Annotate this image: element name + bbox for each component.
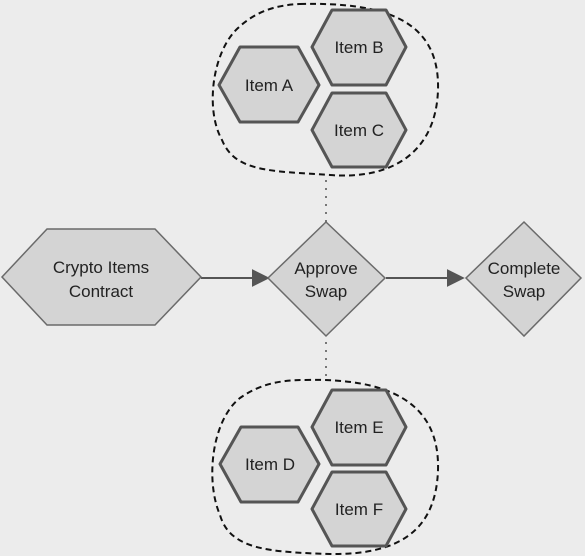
top-item-group-border	[211, 2, 440, 177]
item-b-label: Item B	[334, 38, 383, 57]
item-c-label: Item C	[334, 121, 384, 140]
complete-swap-node[interactable]: Complete Swap	[464, 220, 583, 338]
item-e-label: Item E	[334, 418, 383, 437]
item-f-node[interactable]: Item F	[310, 470, 408, 548]
complete-label-line2: Swap	[503, 282, 546, 301]
item-d-label: Item D	[245, 455, 295, 474]
item-b-node[interactable]: Item B	[310, 8, 408, 87]
approve-swap-node[interactable]: Approve Swap	[266, 220, 387, 338]
contract-label-line1: Crypto Items	[53, 258, 149, 277]
complete-label-line1: Complete	[488, 259, 561, 278]
item-c-node[interactable]: Item C	[310, 91, 408, 169]
item-e-node[interactable]: Item E	[310, 388, 408, 467]
contract-label-line2: Contract	[69, 282, 134, 301]
bottom-item-group-border	[211, 378, 440, 556]
approve-label-line1: Approve	[294, 259, 357, 278]
item-a-label: Item A	[245, 76, 294, 95]
approve-label-line2: Swap	[305, 282, 348, 301]
item-d-node[interactable]: Item D	[218, 425, 321, 504]
item-f-label: Item F	[335, 500, 383, 519]
crypto-items-contract-node[interactable]: Crypto Items Contract	[0, 228, 203, 326]
item-a-node[interactable]: Item A	[217, 45, 321, 124]
